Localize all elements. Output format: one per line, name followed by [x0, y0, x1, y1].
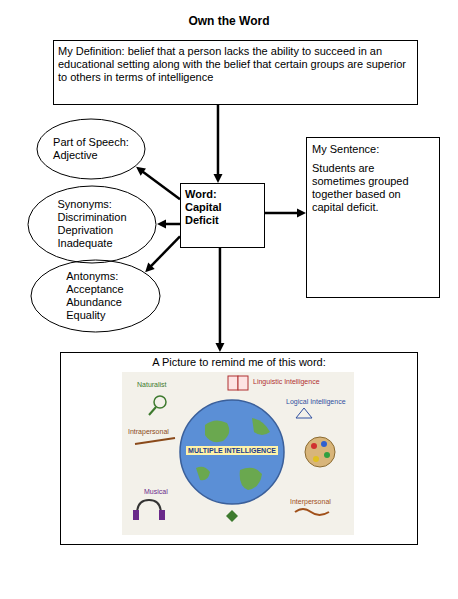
node-text: Discrimination: [57, 211, 126, 224]
arrow-head: [213, 174, 222, 183]
connector-line: [219, 248, 222, 344]
node-heading: A Picture to remind me of this word:: [64, 356, 414, 369]
continent: [205, 420, 229, 442]
continent: [252, 418, 270, 435]
node-text-block: Antonyms:AcceptanceAbundanceEquality: [66, 270, 123, 322]
node-heading: My Sentence:: [312, 143, 420, 156]
illustration-label: MULTIPLE INTELLIGENCE: [186, 446, 278, 455]
illustration-label: Interpersonal: [290, 497, 331, 506]
node-text-block: My Sentence: Students are sometimes group…: [312, 143, 420, 214]
illustration-label: Musical: [144, 487, 168, 496]
connector-line: [265, 212, 298, 215]
page-title: Own the Word: [0, 14, 458, 28]
synonyms-oval: Synonyms:DiscriminationDeprivationInadeq…: [27, 185, 157, 264]
node-heading: Antonyms:: [66, 270, 123, 283]
node-text: Equality: [66, 309, 123, 322]
node-text: Students are sometimes grouped together …: [312, 162, 420, 214]
node-text: Acceptance: [66, 283, 123, 296]
continent: [240, 468, 262, 490]
node-text-block: Part of Speech:Adjective: [53, 136, 129, 162]
magnifier-icon: [154, 396, 166, 408]
node-heading: Part of Speech:: [53, 136, 129, 149]
paint-dot: [324, 452, 330, 458]
arrow-head: [136, 167, 146, 176]
connector-arrow: [157, 219, 180, 228]
node-heading: My Definition: belief that a person lack…: [58, 45, 413, 84]
connector-arrow: [215, 248, 224, 352]
arrow-head: [157, 219, 166, 228]
pencil-icon: [135, 438, 175, 444]
logic-icon: [296, 408, 312, 418]
connector-arrow: [213, 105, 222, 183]
connector-line: [217, 105, 220, 175]
book-icon: [238, 376, 248, 390]
illustration-label: Intrapersonal: [128, 427, 169, 436]
oval-shape: [37, 119, 145, 179]
connector-line: [151, 236, 180, 266]
illustration-label: Logical Intelligence: [286, 397, 346, 406]
node-text: Deprivation: [57, 224, 126, 237]
node-text-block: A Picture to remind me of this word:: [64, 356, 414, 369]
headphones-icon: [133, 510, 139, 520]
continent: [196, 467, 210, 481]
node-text: Inadequate: [57, 237, 126, 250]
oval-shape: [31, 260, 160, 332]
paint-dot: [311, 443, 317, 449]
illustration-label: Linguistic Intelligence: [253, 377, 320, 386]
connector-arrow: [136, 167, 180, 199]
book-icon: [228, 376, 238, 390]
magnifier-icon: [149, 407, 156, 415]
node-text-block: Synonyms:DiscriminationDeprivationInadeq…: [57, 198, 126, 250]
paint-dot: [313, 456, 319, 462]
node-text-block: My Definition: belief that a person lack…: [58, 45, 413, 84]
arrow-head: [145, 263, 154, 273]
node-heading: Word: Capital Deficit: [185, 188, 243, 227]
headphones-icon: [159, 510, 165, 520]
gem-icon: [226, 510, 238, 522]
palette-icon: [305, 437, 335, 467]
definition-box: My Definition: belief that a person lack…: [53, 40, 418, 105]
sentence-box: My Sentence: Students are sometimes group…: [306, 137, 440, 298]
drawing-sheet: [122, 372, 354, 535]
connector-line: [142, 172, 180, 200]
node-heading: Synonyms:: [57, 198, 126, 211]
antonyms-oval: Antonyms:AcceptanceAbundanceEquality: [30, 259, 161, 333]
headphones-icon: [137, 500, 161, 514]
part-of-speech-oval: Part of Speech:Adjective: [36, 118, 146, 180]
oval-shape: [28, 186, 156, 263]
handshake-icon: [295, 509, 329, 515]
illustration-label: Naturalist: [137, 380, 167, 389]
connector-arrow: [265, 208, 306, 217]
node-text: Adjective: [53, 149, 129, 162]
globe: [180, 400, 284, 504]
node-text-block: Word: Capital Deficit: [185, 188, 243, 227]
connector-arrow: [145, 236, 180, 272]
node-text: Abundance: [66, 296, 123, 309]
connector-line: [165, 223, 180, 226]
arrow-head: [297, 208, 306, 217]
word-box: Word: Capital Deficit: [180, 183, 265, 248]
arrow-head: [215, 343, 224, 352]
paint-dot: [321, 441, 327, 447]
